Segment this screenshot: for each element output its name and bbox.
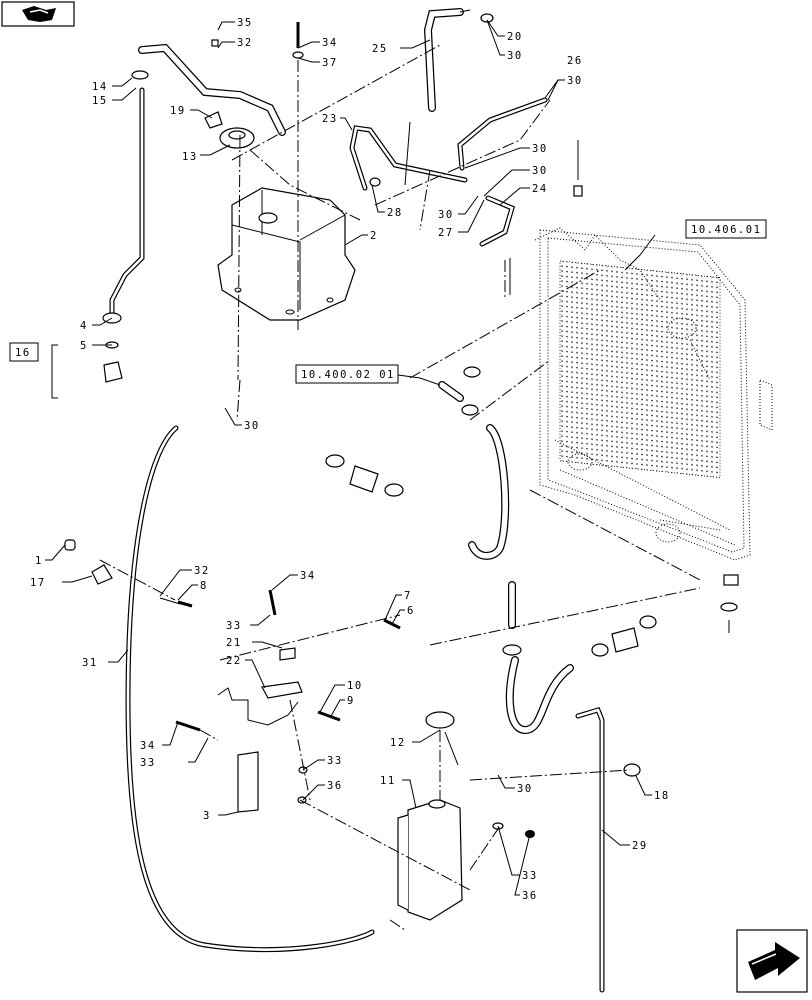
hose-26 (457, 97, 548, 171)
label-33d: 33 (522, 870, 538, 882)
label-36b: 36 (522, 890, 538, 902)
mount-hardware (509, 140, 739, 633)
book-icon[interactable] (1, 1, 75, 27)
hose-25 (423, 8, 494, 112)
label-15: 15 (92, 95, 108, 107)
label-37: 37 (322, 57, 338, 69)
label-33b: 33 (140, 757, 156, 769)
clip-17 (91, 564, 113, 585)
label-5: 5 (80, 340, 88, 352)
label-23: 23 (322, 113, 338, 125)
label-35: 35 (237, 17, 253, 29)
label-34: 34 (322, 37, 338, 49)
label-19: 19 (170, 105, 186, 117)
label-30f: 30 (244, 420, 260, 432)
pressure-cap (219, 127, 255, 149)
lower-radiator-hoses (502, 581, 657, 735)
label-4: 4 (80, 320, 88, 332)
ref-box-16: 16 (9, 342, 39, 362)
label-30c: 30 (532, 143, 548, 155)
label-34b: 34 (300, 570, 316, 582)
label-30b: 30 (567, 75, 583, 87)
label-33: 33 (226, 620, 242, 632)
label-30g: 30 (517, 783, 533, 795)
cap-1 (64, 539, 76, 551)
label-29: 29 (632, 840, 648, 852)
ref-hoses-text: 10.400.02 01 (301, 369, 395, 381)
label-28: 28 (387, 207, 403, 219)
ref-box-radiator[interactable]: 10.406.01 (685, 219, 767, 239)
label-2: 2 (370, 230, 378, 242)
label-9: 9 (347, 695, 355, 707)
hose-24 (479, 195, 516, 247)
upper-radiator-hoses (325, 366, 510, 560)
label-33c: 33 (327, 755, 343, 767)
label-13: 13 (182, 151, 198, 163)
label-36: 36 (327, 780, 343, 792)
label-34c: 34 (140, 740, 156, 752)
ref-radiator-text: 10.406.01 (691, 224, 761, 236)
assembly-lines (99, 9, 701, 931)
reservoir (397, 711, 463, 921)
label-26: 26 (567, 55, 583, 67)
overflow-pipe (102, 43, 286, 383)
radiator (534, 227, 773, 561)
label-32: 32 (237, 37, 253, 49)
label-27: 27 (438, 227, 454, 239)
hose-31 (125, 425, 375, 953)
hose-29 (575, 706, 605, 993)
label-30d: 30 (532, 165, 548, 177)
label-31: 31 (82, 657, 98, 669)
label-7: 7 (404, 590, 412, 602)
expansion-tank (217, 187, 356, 321)
clamp-19 (204, 111, 223, 129)
label-30e: 30 (438, 209, 454, 221)
label-18: 18 (654, 790, 670, 802)
next-page-arrow-icon[interactable] (736, 929, 808, 993)
label-20: 20 (507, 31, 523, 43)
label-14: 14 (92, 81, 108, 93)
leader-lines (45, 19, 656, 896)
label-17: 17 (30, 577, 46, 589)
label-22: 22 (226, 655, 242, 667)
label-16: 16 (15, 347, 31, 359)
label-30: 30 (507, 50, 523, 62)
label-1: 1 (35, 555, 43, 567)
label-6: 6 (407, 605, 415, 617)
label-32b: 32 (194, 565, 210, 577)
label-25: 25 (372, 43, 388, 55)
label-3: 3 (203, 810, 211, 822)
ref-box-hoses[interactable]: 10.400.02 01 (295, 364, 399, 384)
label-11: 11 (380, 775, 396, 787)
label-10: 10 (347, 680, 363, 692)
label-8: 8 (200, 580, 208, 592)
label-21: 21 (226, 637, 242, 649)
callout-labels: 35 32 34 37 20 30 25 14 15 19 13 23 26 3… (30, 17, 670, 902)
label-12: 12 (390, 737, 406, 749)
bracket-3 (217, 647, 303, 813)
label-24: 24 (532, 183, 548, 195)
